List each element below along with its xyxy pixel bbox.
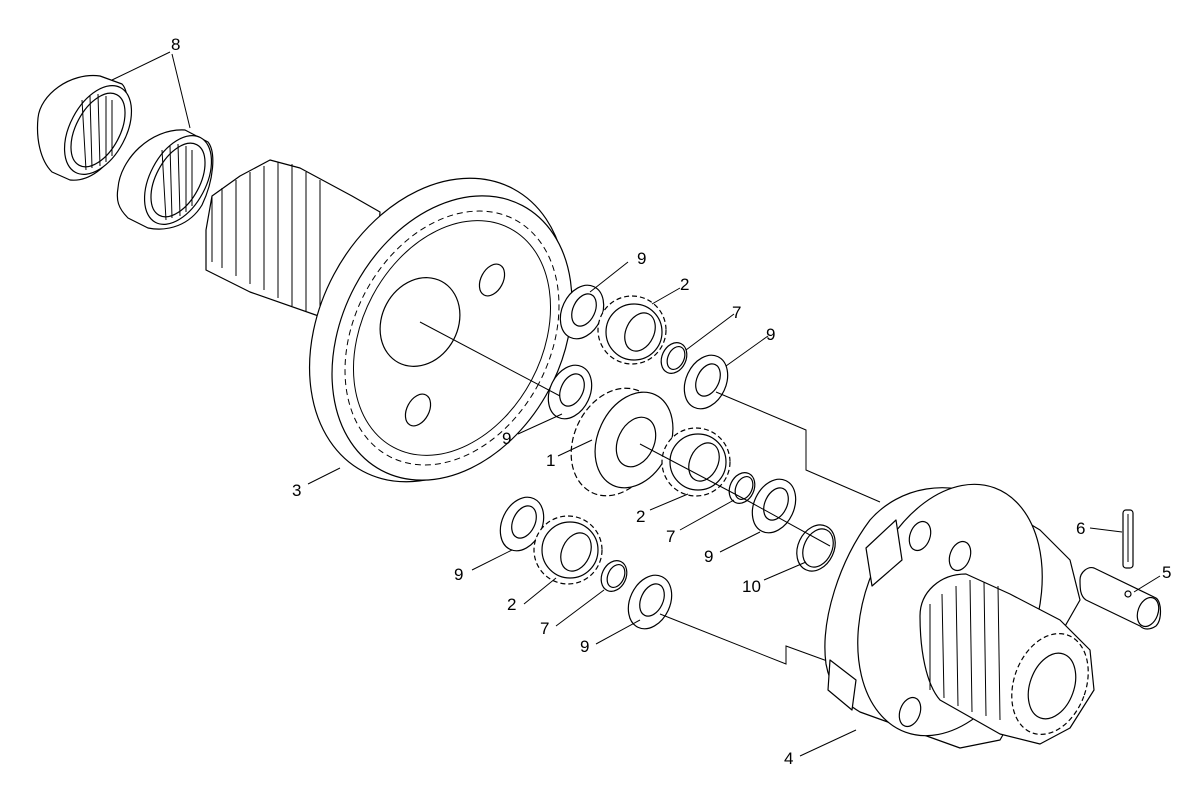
callout-9-middle-right: 9: [704, 547, 713, 566]
callout-3: 3: [292, 481, 301, 500]
callout-7-middle: 7: [666, 527, 675, 546]
planet-gear-lower: [533, 515, 603, 585]
thrust-washer-upper-right: [683, 354, 729, 410]
planet-gear-upper: [597, 295, 667, 365]
needle-bearing-right: [116, 129, 214, 230]
callout-9-upper-right: 9: [766, 325, 775, 344]
thrust-washer-middle-left: [547, 364, 593, 420]
callout-labels: 8 3 9 2 7 9 9 1 2 7 9 10 9 2 7 9 4 6 5: [171, 35, 1171, 768]
callout-9-upper-left: 9: [637, 249, 646, 268]
callout-9-lower-right: 9: [580, 637, 589, 656]
needle-bearing-small-middle: [728, 472, 756, 504]
callout-7-upper: 7: [732, 303, 741, 322]
callout-7-lower: 7: [540, 619, 549, 638]
snap-ring: [796, 524, 836, 572]
thrust-washer-lower-right: [627, 574, 673, 630]
planet-carrier: [824, 483, 1095, 749]
callout-9-middle-left: 9: [502, 429, 511, 448]
callout-2-lower: 2: [507, 595, 516, 614]
callout-2-middle: 2: [636, 507, 645, 526]
needle-bearing-small-lower: [600, 560, 628, 592]
callout-10: 10: [742, 577, 761, 596]
ring-gear-with-splined-shaft: [205, 159, 573, 483]
callout-1: 1: [546, 451, 555, 470]
callout-6: 6: [1076, 519, 1085, 538]
callout-2-upper: 2: [680, 275, 689, 294]
roll-pin: [1122, 509, 1134, 569]
thrust-washer-lower-left: [499, 496, 545, 552]
planet-gear-middle: [661, 427, 731, 497]
thrust-washer-middle-right: [751, 478, 797, 534]
callout-8: 8: [171, 35, 180, 54]
needle-bearing-left: [36, 74, 133, 181]
planet-shaft: [1079, 567, 1162, 630]
needle-bearing-small-upper: [660, 342, 688, 374]
sun-gear: [570, 387, 674, 497]
thrust-washer-upper-left: [559, 284, 605, 340]
leader-lines: [111, 51, 1161, 757]
callout-5: 5: [1162, 563, 1171, 582]
callout-9-lower-left: 9: [454, 565, 463, 584]
assembly-center-lines: [419, 321, 881, 665]
callout-4: 4: [784, 749, 793, 768]
